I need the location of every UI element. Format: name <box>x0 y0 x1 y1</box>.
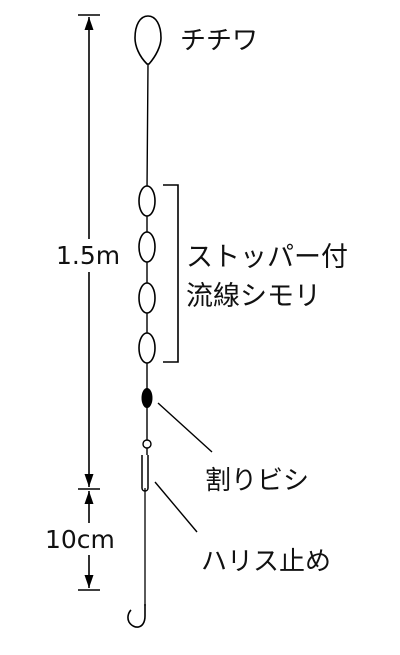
harisu-stopper-clip <box>141 455 149 492</box>
dimension-1-5m <box>78 14 100 490</box>
harisu-label: ハリス止め <box>201 547 332 577</box>
swivel-ring <box>142 439 152 449</box>
stopper-label-line1: ストッパー付 <box>186 242 348 273</box>
dimension-upper-label: 1.5m <box>56 241 121 270</box>
stopper-floats <box>138 185 156 364</box>
waribishi-pointer <box>157 402 213 453</box>
split-shot-sinker <box>141 388 153 408</box>
waribishi-label: 割りビシ <box>205 466 310 496</box>
float-4 <box>138 332 156 364</box>
chichiwa-label: チチワ <box>180 26 259 56</box>
dimension-10cm <box>78 491 100 591</box>
float-3 <box>138 282 156 314</box>
float-1 <box>138 185 156 217</box>
float-2 <box>138 231 156 263</box>
dimension-lower-label: 10cm <box>45 525 115 554</box>
chichiwa-loop <box>134 15 162 65</box>
hook <box>127 604 146 628</box>
stopper-label-line2: 流線シモリ <box>186 281 321 312</box>
harisu-pointer <box>154 481 198 533</box>
stopper-bracket <box>163 184 179 363</box>
